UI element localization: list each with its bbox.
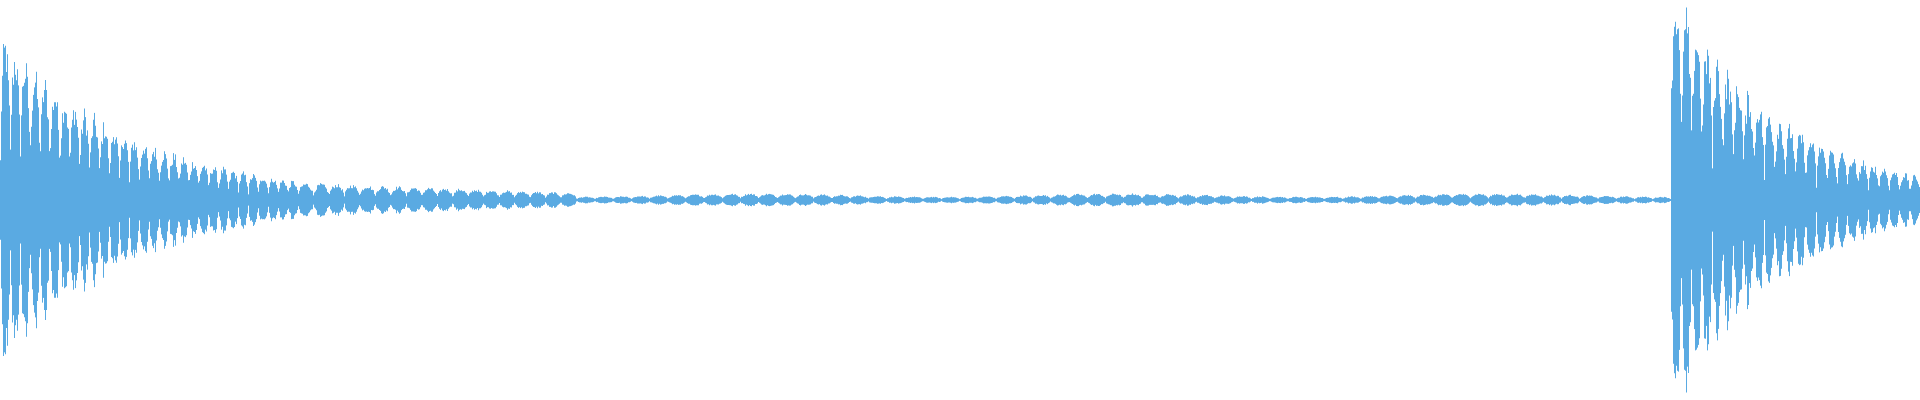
waveform-bars bbox=[0, 7, 1920, 393]
